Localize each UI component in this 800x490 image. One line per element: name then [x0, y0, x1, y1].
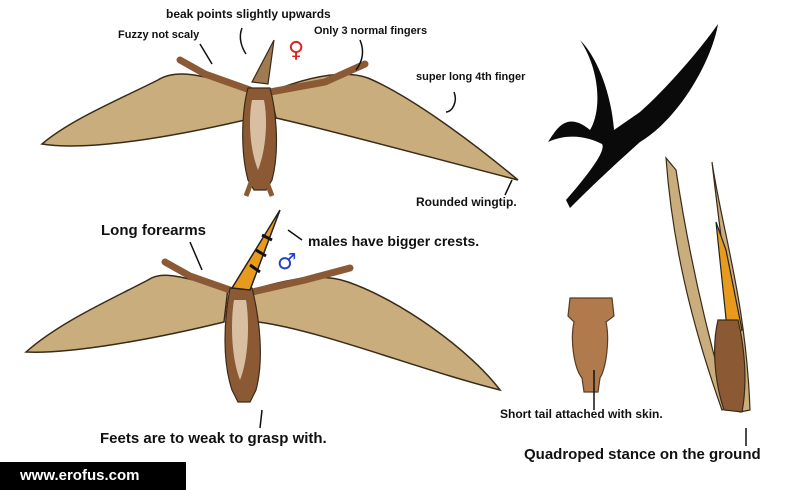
label-beak: beak points slightly upwards [166, 7, 331, 21]
male-crest-stripes [249, 233, 273, 274]
female-left-arm [176, 56, 254, 94]
male-right-wing [251, 276, 502, 392]
female-left-leg [243, 179, 255, 197]
female-symbol: ♀ [288, 38, 305, 63]
label-tail: Short tail attached with skin. [500, 407, 663, 421]
label-crests: males have bigger crests. [308, 233, 480, 249]
label-feet: Feets are to weak to grasp with. [100, 430, 327, 447]
female-left-wing [40, 73, 251, 147]
tail-torso [567, 297, 615, 393]
arrow-crests [287, 229, 303, 241]
arrow-wingtip [504, 179, 513, 196]
female-head-crest [251, 39, 275, 85]
annotation-arrows [189, 27, 747, 446]
standing-crest [715, 221, 743, 339]
flying-silhouette [548, 24, 718, 208]
label-fingers: Only 3 normal fingers [314, 25, 428, 37]
arrow-beak [239, 27, 247, 55]
male-left-wing [24, 274, 229, 353]
arrow-forearms [189, 241, 203, 271]
label-wingtip: Rounded wingtip. [416, 195, 517, 209]
female-right-wing [269, 73, 519, 181]
male-right-arm [248, 264, 354, 296]
label-fuzzy: Fuzzy not scaly [118, 29, 200, 41]
female-belly [250, 100, 266, 170]
arrow-fourth-finger [445, 91, 457, 113]
male-left-arm [161, 258, 234, 294]
watermark: www.erofus.com [0, 462, 186, 490]
label-fourth-finger: super long 4th finger [416, 71, 526, 83]
male-belly [232, 300, 248, 380]
arrow-fuzzy [199, 43, 213, 65]
arrow-fingers [355, 39, 364, 71]
standing-body [714, 319, 746, 413]
female-right-arm [266, 60, 369, 96]
female-pterosaur [40, 39, 519, 197]
label-forearms: Long forearms [101, 222, 207, 239]
male-pterosaur [24, 209, 502, 403]
arrow-feet [259, 409, 263, 429]
female-right-leg [263, 179, 275, 197]
label-stance: Quadroped stance on the ground [524, 446, 761, 463]
standing-pterosaur [665, 156, 751, 413]
male-symbol: ♂ [277, 250, 297, 275]
